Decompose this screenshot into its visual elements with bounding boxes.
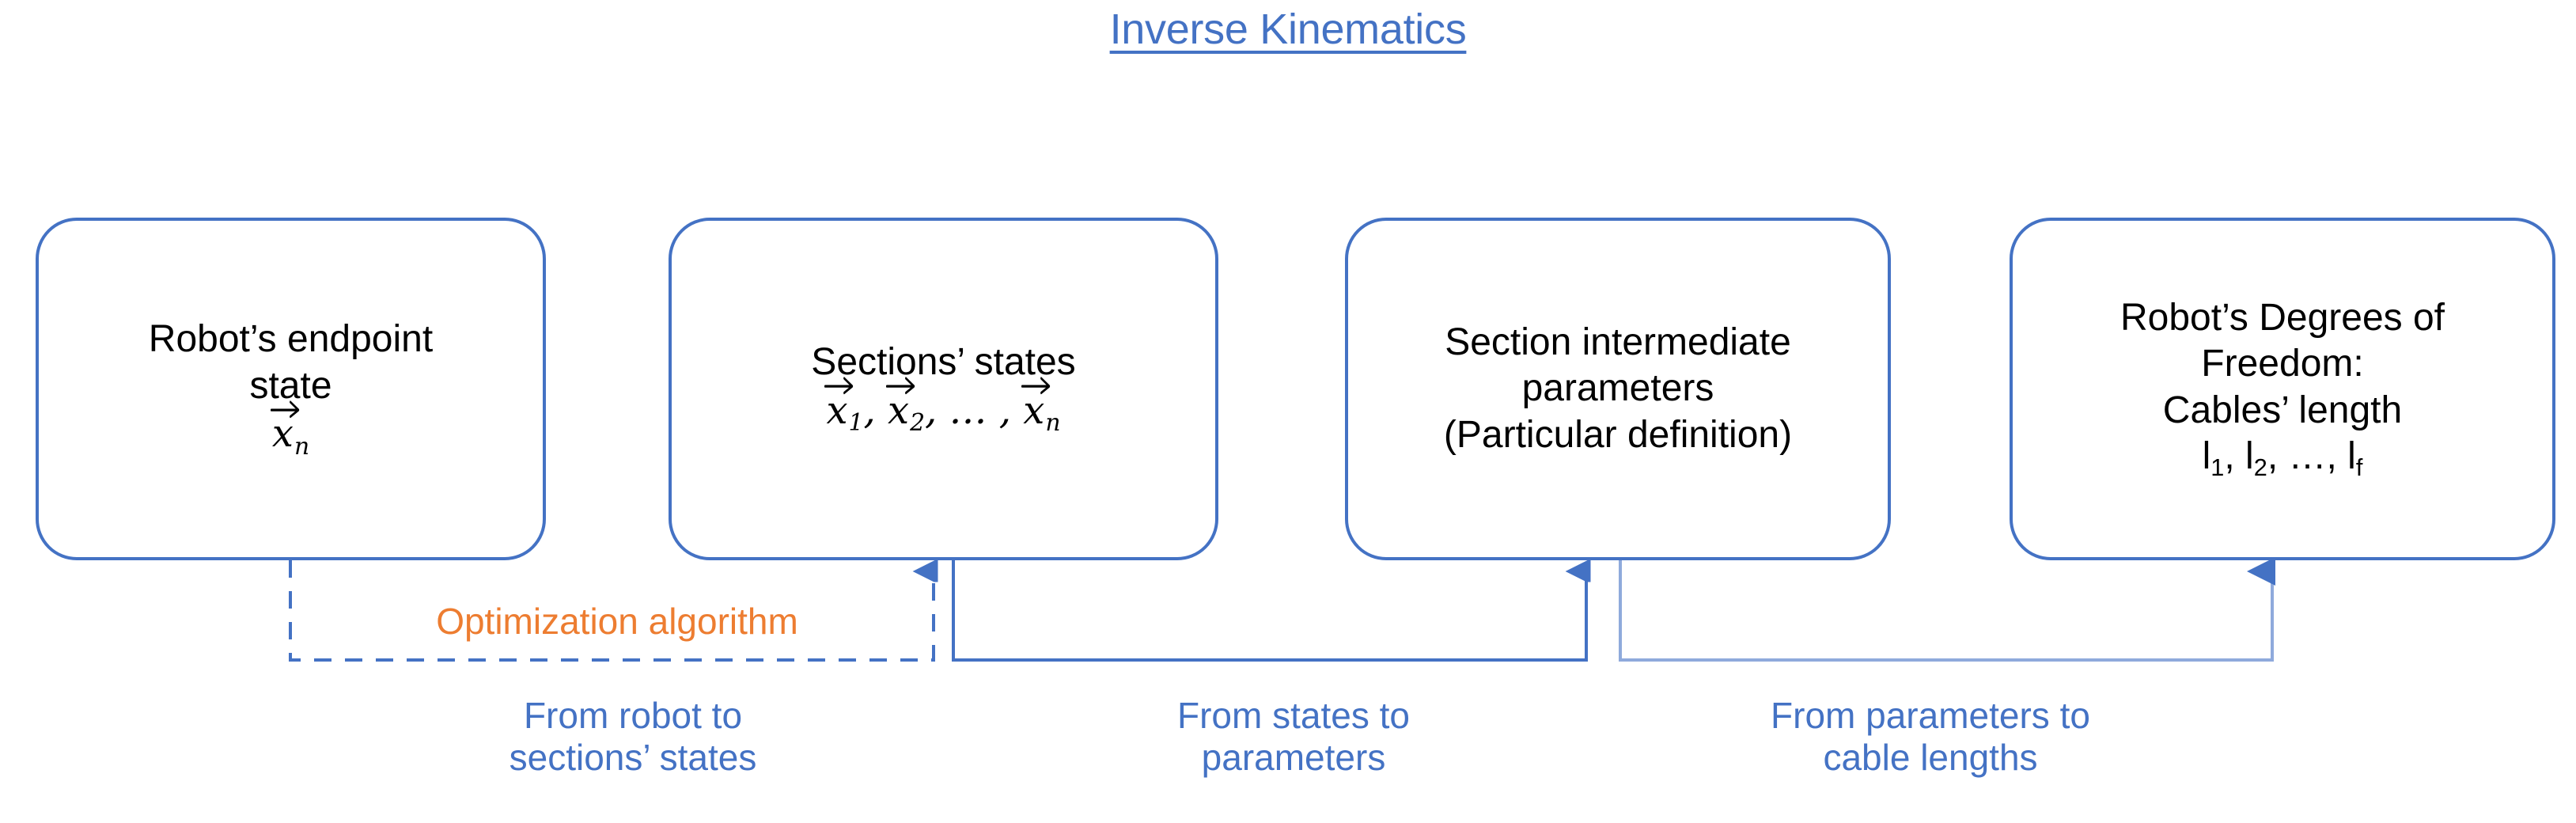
- connector-parameters-to-cables: [1619, 557, 2275, 662]
- node-section-intermediate-parameters[interactable]: Section intermediate parameters (Particu…: [1345, 218, 1891, 560]
- caption-from-states-to-parameters: From states to parameters: [1017, 695, 1570, 779]
- page-title: Inverse Kinematics: [1109, 6, 1467, 53]
- node-2-line-1: Sections’ states: [811, 341, 1076, 384]
- node-2-math-vectors: x1, x2, … , xn: [824, 377, 1061, 438]
- caption-3-line-2: cable lengths: [1823, 737, 2038, 779]
- node-sections-states[interactable]: Sections’ states x1, x2, … , xn: [669, 218, 1218, 560]
- node-3-line-2: parameters: [1521, 367, 1714, 410]
- node-robot-endpoint-state[interactable]: Robot’s endpoint state xn: [36, 218, 546, 560]
- caption-from-parameters-to-cable-lengths: From parameters to cable lengths: [1638, 695, 2223, 779]
- caption-2-line-2: parameters: [1201, 737, 1386, 779]
- caption-1-line-2: sections’ states: [509, 737, 757, 779]
- connector-label-optimization-algorithm: Optimization algorithm: [436, 601, 798, 642]
- node-1-math-vector: xn: [270, 400, 309, 461]
- node-4-line-1: Robot’s Degrees of: [2120, 296, 2445, 339]
- node-robot-degrees-of-freedom[interactable]: Robot’s Degrees of Freedom: Cables’ leng…: [2010, 218, 2555, 560]
- node-4-line-2: Freedom:: [2201, 343, 2364, 385]
- node-4-cable-lengths: l1, l2, …, lf: [2202, 435, 2363, 482]
- caption-2-line-1: From states to: [1177, 695, 1410, 736]
- caption-3-line-1: From parameters to: [1771, 695, 2090, 736]
- node-1-line-1: Robot’s endpoint: [148, 318, 434, 361]
- connector-states-to-parameters: [952, 560, 1586, 662]
- node-4-line-3: Cables’ length: [2162, 389, 2403, 431]
- caption-from-robot-to-sections-states: From robot to sections’ states: [356, 695, 910, 779]
- node-3-line-3: (Particular definition): [1443, 413, 1793, 456]
- caption-1-line-1: From robot to: [523, 695, 743, 736]
- node-1-line-2: state: [249, 364, 332, 407]
- node-3-line-1: Section intermediate: [1445, 320, 1791, 363]
